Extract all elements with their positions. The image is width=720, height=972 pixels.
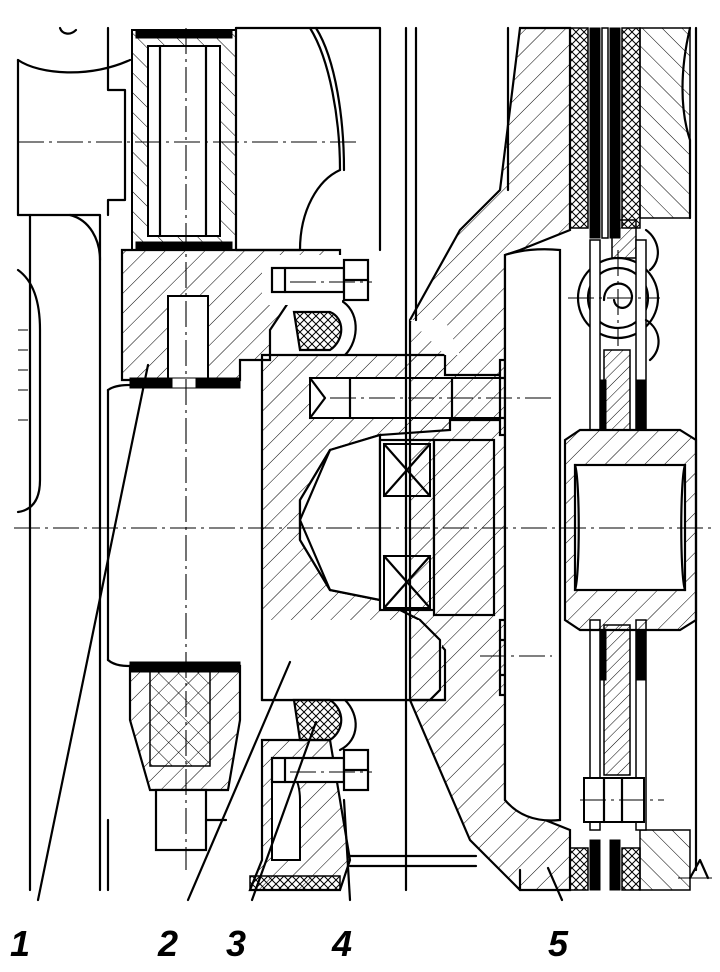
callout-label-1: 1 (10, 923, 30, 964)
clutch-housing-part-5 (404, 26, 572, 892)
shaft-bore (106, 383, 132, 668)
right-edge (678, 26, 712, 880)
callout-label-3: 3 (226, 923, 246, 964)
leader-lines (36, 363, 564, 902)
callout-label-2: 2 (157, 923, 178, 964)
callout-label-4: 4 (331, 923, 352, 964)
bolt-upper (270, 258, 370, 302)
callout-labels: 1 2 3 4 5 (10, 923, 569, 964)
lower-structure (106, 818, 522, 892)
clutch-hub (563, 428, 698, 632)
left-housing (16, 26, 132, 892)
friction-disc-pack (569, 26, 692, 891)
seal-part-3 (292, 298, 357, 752)
bearing-block-lower (128, 661, 242, 852)
center-lines (14, 28, 712, 870)
callout-label-5: 5 (548, 923, 569, 964)
gear-upper (106, 26, 382, 252)
bolt-lower (270, 748, 370, 792)
